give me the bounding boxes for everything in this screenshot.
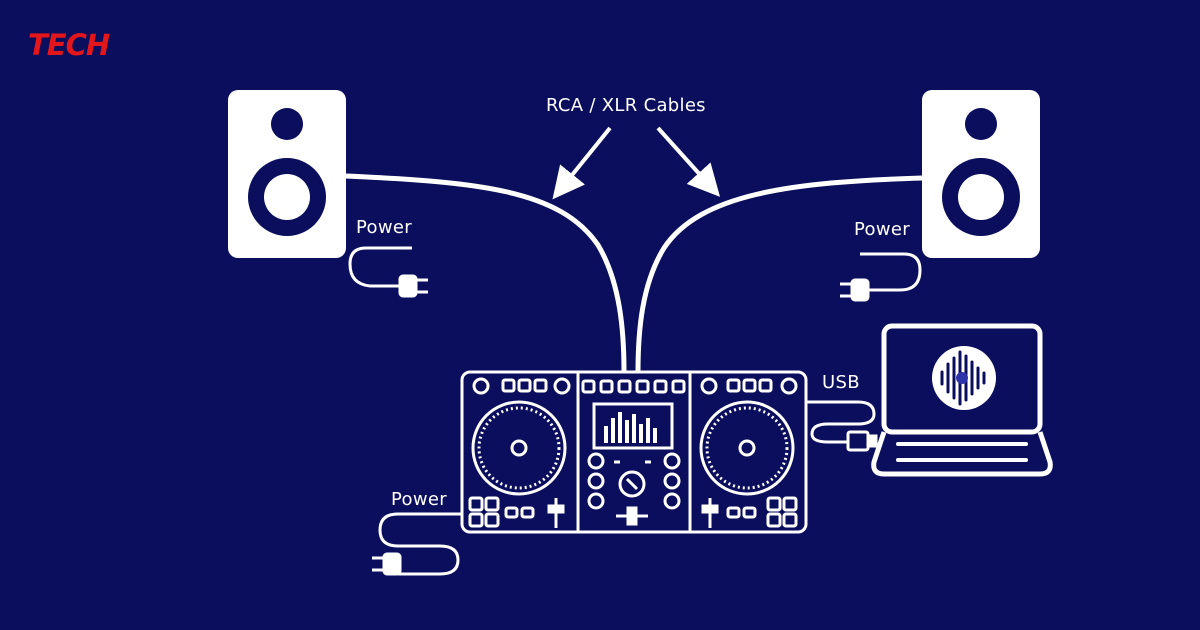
- power-label-right-speaker: Power: [854, 219, 910, 240]
- right-deck: [699, 377, 798, 528]
- arrow-left: [552, 126, 612, 200]
- mixer-section: [581, 379, 686, 526]
- right-speaker-icon: [922, 90, 1040, 258]
- arrow-right: [656, 126, 721, 197]
- left-speaker-icon: [228, 90, 346, 258]
- left-audio-cable: [345, 173, 627, 373]
- usb-label: USB: [822, 372, 860, 393]
- right-audio-cable: [635, 175, 923, 373]
- logo-tech-text: TECH: [28, 28, 110, 62]
- power-label-left-speaker: Power: [356, 217, 412, 238]
- left-power-plug-icon: [348, 246, 428, 298]
- usb-cable: [806, 400, 878, 452]
- dj-controller-icon: [460, 370, 808, 534]
- logo-sound-text: SOUND: [109, 36, 193, 61]
- controller-power-plug-icon: [372, 512, 462, 576]
- left-deck: [468, 377, 571, 528]
- right-power-plug-icon: [840, 252, 922, 302]
- cables-label: RCA / XLR Cables: [546, 95, 706, 116]
- power-label-controller: Power: [391, 489, 447, 510]
- laptop-icon: [871, 323, 1053, 477]
- techsound-logo: TECHSOUND: [28, 28, 193, 68]
